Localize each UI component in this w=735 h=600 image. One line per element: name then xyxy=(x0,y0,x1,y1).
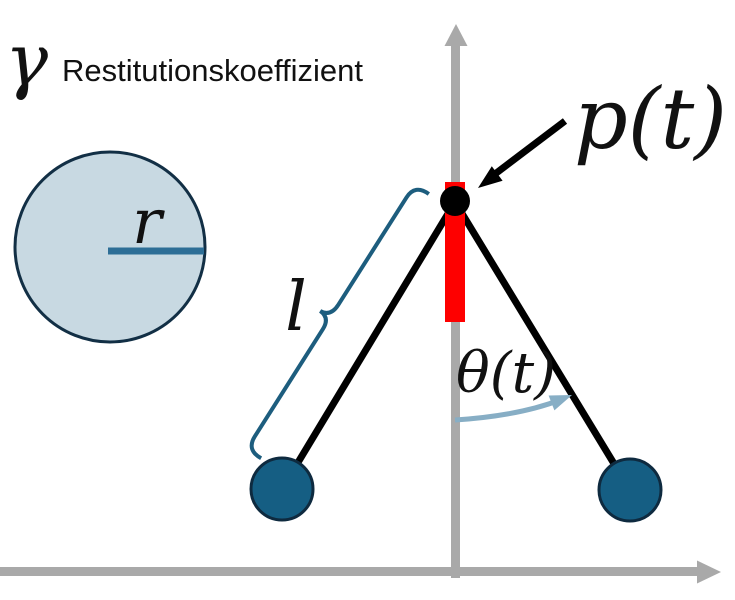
length-brace xyxy=(249,187,430,460)
pivot-label: p(t) xyxy=(574,70,727,168)
pivot-pointer-arrow xyxy=(478,118,568,188)
angle-label: θ(t) xyxy=(456,341,556,406)
right-bob xyxy=(597,457,663,523)
pivot-arrow-line xyxy=(492,118,568,177)
impact-segment xyxy=(445,182,465,322)
left-bob xyxy=(249,456,315,522)
right-rod xyxy=(452,200,633,492)
angle-arc xyxy=(454,397,561,423)
pivot-arrow-arrowhead-icon xyxy=(478,166,503,188)
left-rod xyxy=(279,200,458,491)
gamma-symbol: γ xyxy=(5,18,49,102)
pivot-dot xyxy=(440,186,470,216)
ball-circle xyxy=(13,150,207,344)
radius-label: r xyxy=(132,185,165,258)
x-axis-arrowhead-icon xyxy=(697,560,721,584)
length-label: l xyxy=(285,268,307,347)
angle-arc-arrowhead-icon xyxy=(548,395,572,411)
gamma-description: Restitutionskoeffizient xyxy=(62,53,363,88)
y-axis-arrowhead-icon xyxy=(444,24,468,46)
angle-arc-arrow xyxy=(454,395,572,423)
radius-legend: r xyxy=(13,150,207,344)
